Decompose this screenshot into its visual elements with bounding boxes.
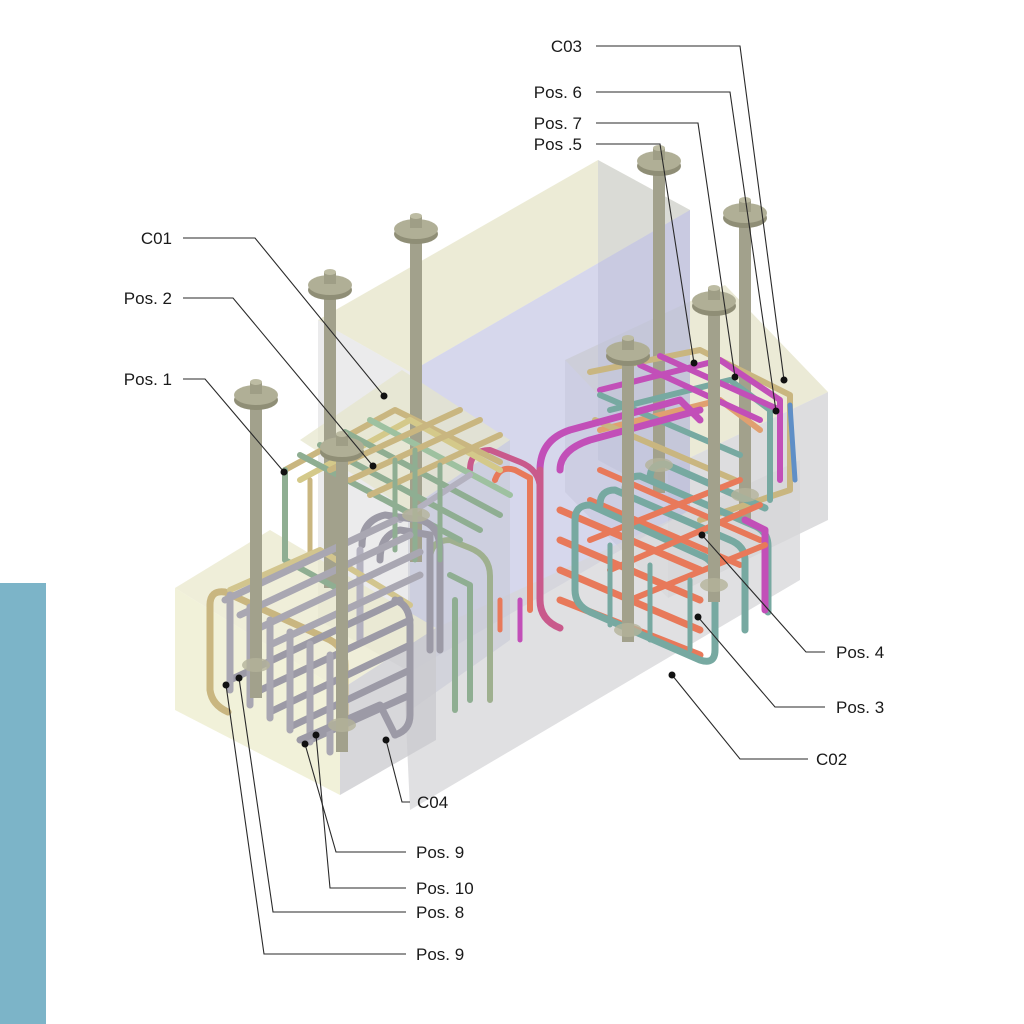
leader-dots — [222, 359, 788, 748]
label-c04: C04 — [417, 793, 448, 812]
leader-pos7 — [596, 122, 736, 378]
leader-pos2 — [183, 297, 374, 467]
leader-pos9a — [304, 743, 406, 853]
bolt-head-1 — [394, 213, 438, 244]
leader-pos8 — [238, 677, 406, 913]
leader-pos6 — [596, 91, 777, 412]
label-c03: C03 — [551, 37, 582, 56]
bolt-heads — [234, 145, 767, 462]
leader-pos9b — [225, 684, 406, 955]
rebar-cage-left-lower — [206, 516, 424, 756]
label-c02: C02 — [816, 750, 847, 769]
label-c01: C01 — [141, 229, 172, 248]
label-pos1: Pos. 1 — [124, 370, 172, 389]
label-pos5: Pos .5 — [534, 135, 582, 154]
bolt-head-8 — [606, 335, 650, 366]
label-pos9-upper: Pos. 9 — [416, 843, 464, 862]
leader-pos5 — [596, 143, 695, 364]
bolt-head-2 — [308, 269, 352, 300]
leader-c02 — [671, 674, 808, 760]
leader-c03 — [596, 45, 785, 381]
bolt-head-6 — [723, 197, 767, 228]
callout-labels: C03 Pos. 6 Pos. 7 Pos .5 C01 Pos. 2 Pos.… — [124, 37, 884, 964]
bolt-head-5 — [637, 145, 681, 176]
leader-c04 — [385, 739, 410, 803]
decorative-side-bar — [0, 583, 46, 1024]
leader-pos1 — [183, 378, 285, 473]
leader-pos10 — [315, 734, 406, 889]
leader-c01 — [183, 237, 385, 397]
rebar-cage-left-upper — [282, 407, 513, 654]
label-pos6: Pos. 6 — [534, 83, 582, 102]
leader-pos4 — [701, 534, 825, 653]
label-pos9-lower: Pos. 9 — [416, 945, 464, 964]
label-pos4: Pos. 4 — [836, 643, 884, 662]
label-pos3: Pos. 3 — [836, 698, 884, 717]
label-pos10: Pos. 10 — [416, 879, 474, 898]
bolt-head-3 — [234, 379, 278, 410]
leader-pos3 — [697, 616, 825, 708]
label-pos8: Pos. 8 — [416, 903, 464, 922]
leader-lines — [183, 45, 825, 955]
anchor-bolts-front — [250, 302, 720, 752]
bolt-base-plates — [242, 458, 759, 732]
label-pos7: Pos. 7 — [534, 114, 582, 133]
label-pos2: Pos. 2 — [124, 289, 172, 308]
